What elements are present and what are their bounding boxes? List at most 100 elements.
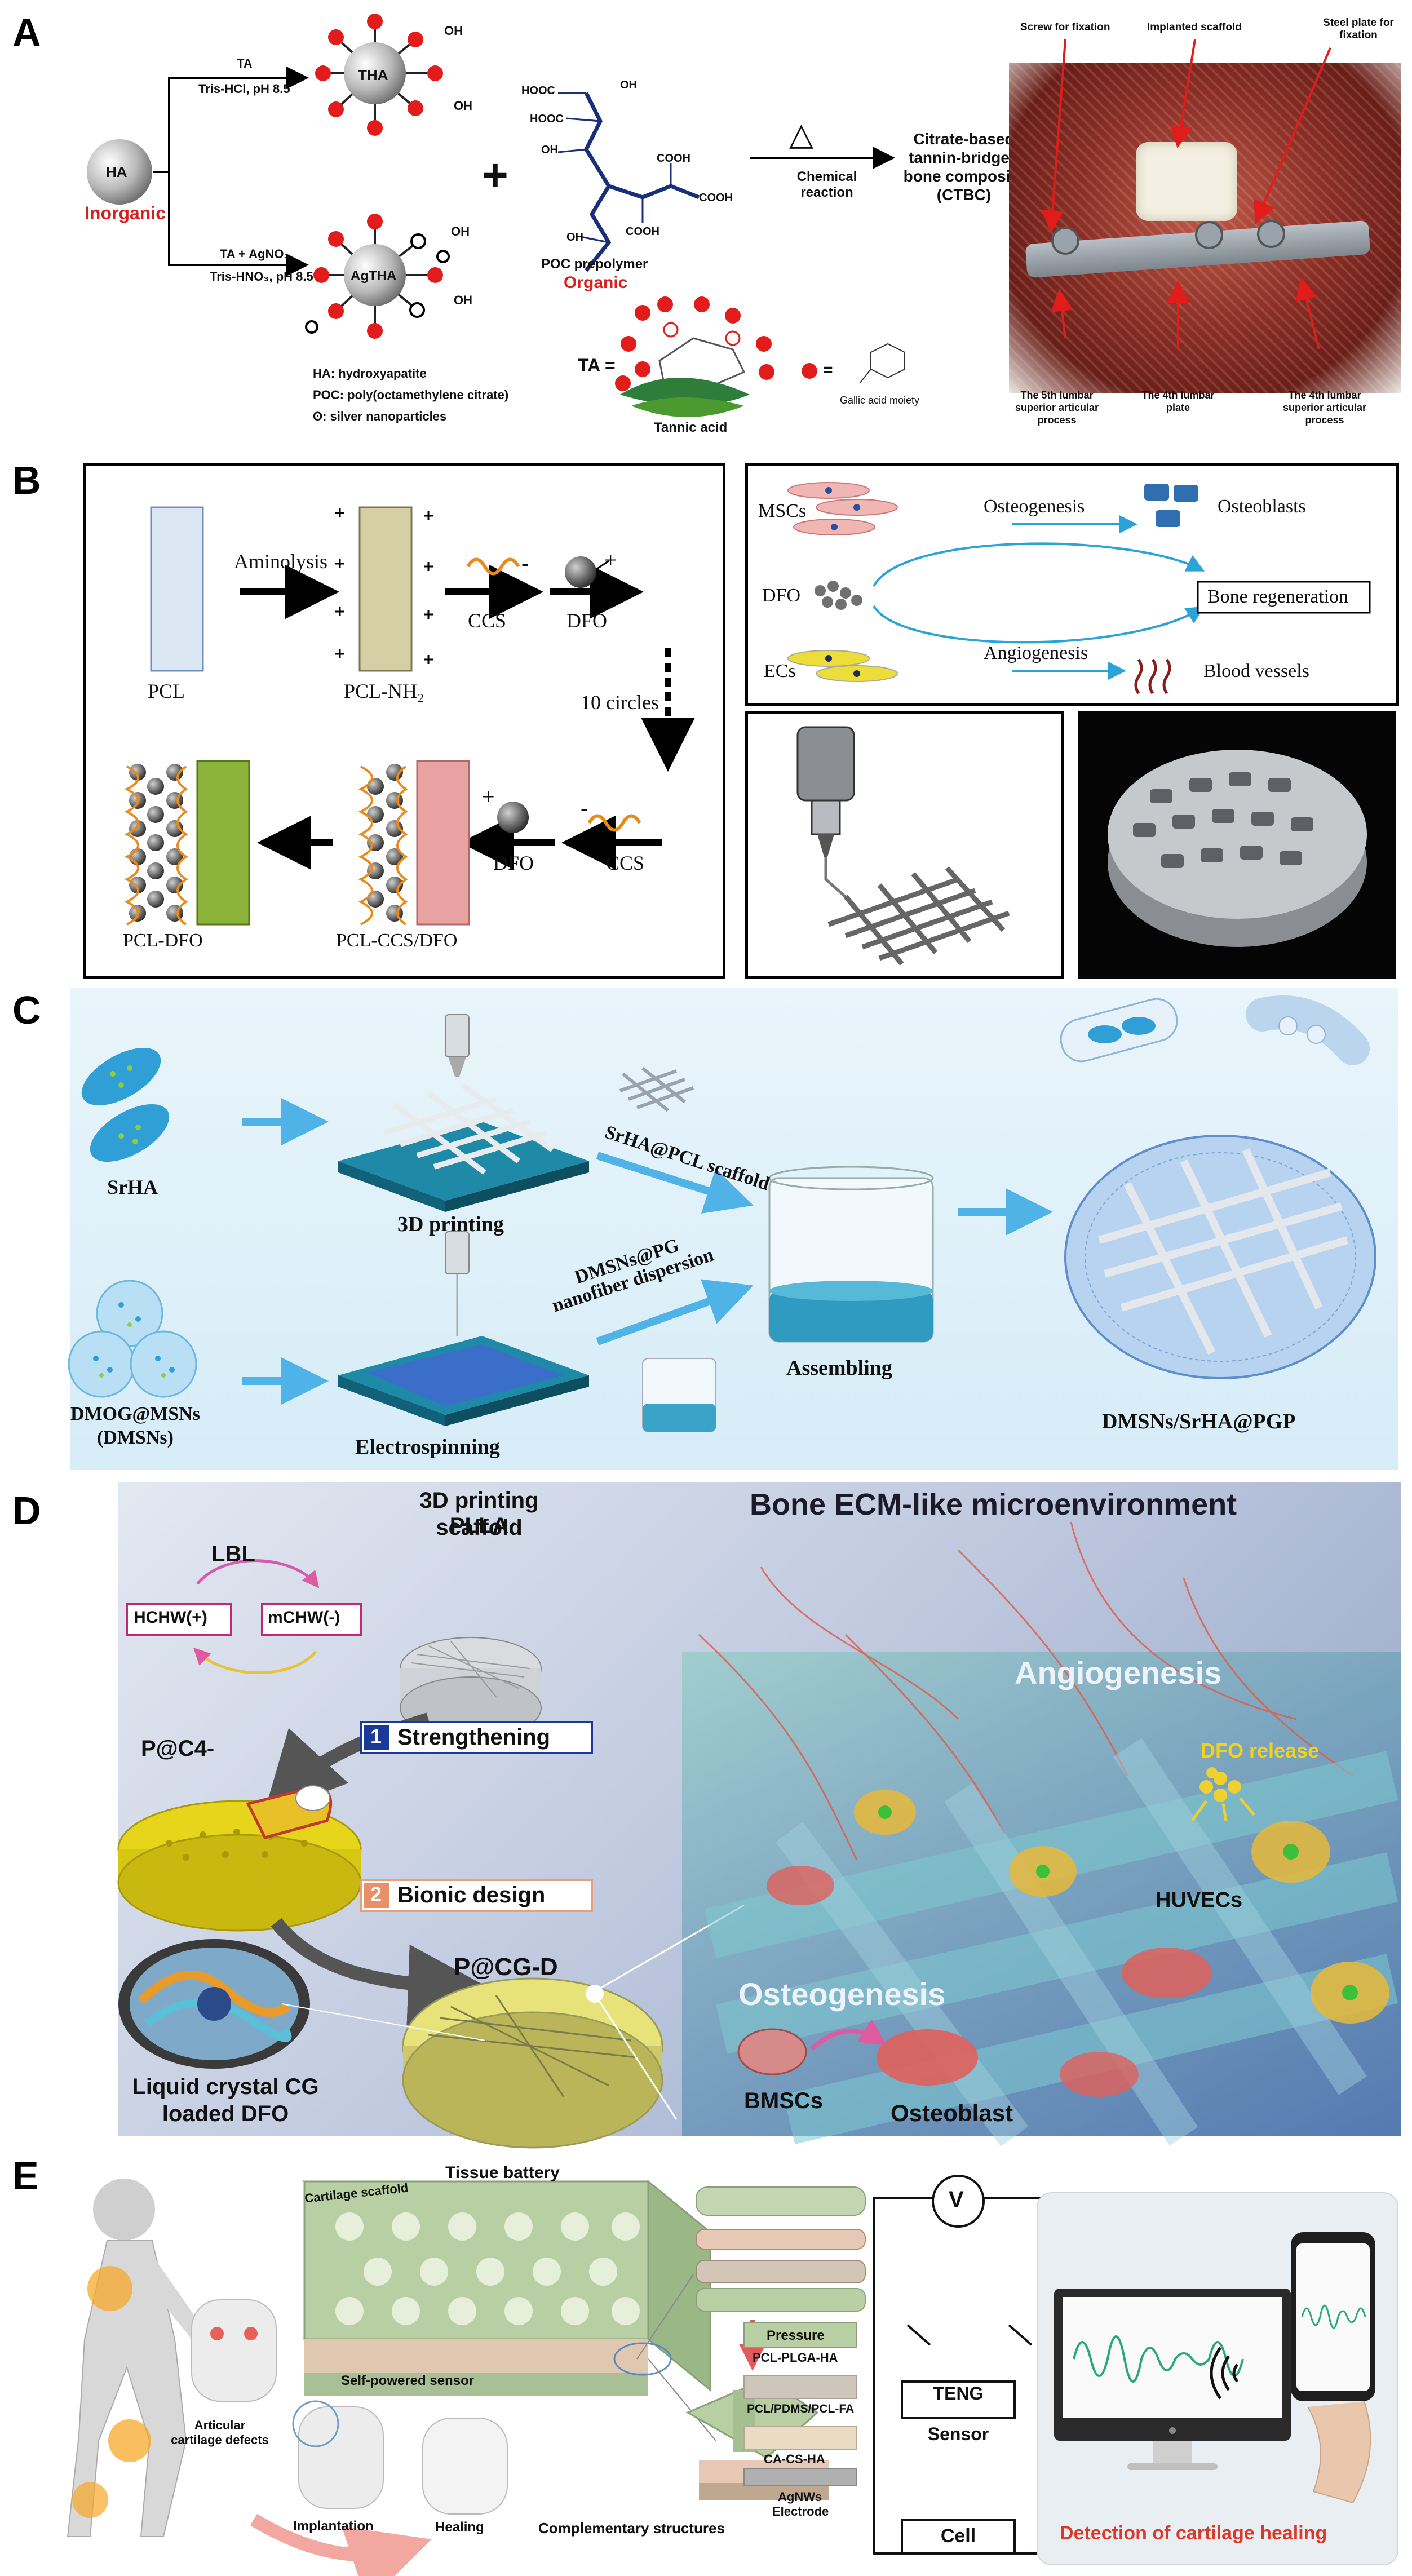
poc-group-6: COOH (699, 192, 733, 204)
small-scaffold-icon (619, 1066, 694, 1112)
lbl-label: LBL (211, 1542, 255, 1566)
lc-label-1: Liquid crystal CG (132, 2074, 319, 2099)
ta-eq: TA = (578, 355, 616, 375)
pcl-bar (150, 506, 204, 672)
route-arrow-bottom (168, 172, 309, 276)
mscs-label: MSCs (758, 501, 807, 521)
dfo-release-label: DFO release (1201, 1739, 1320, 1762)
tha-label: THA (358, 67, 388, 83)
layered-stack-icon (696, 2186, 866, 2312)
srha-particle-icon (81, 1047, 170, 1162)
pressure-label: Pressure (767, 2328, 825, 2343)
photo-l5-label: The 5th lumbar superior articular proces… (1015, 390, 1099, 426)
osteoblast-label-d: Osteoblast (891, 2100, 1013, 2126)
monitor-icon (1054, 2289, 1291, 2470)
osteoblast-cells-icon (1144, 484, 1198, 527)
voltmeter-icon (932, 2175, 985, 2228)
poc-group-4: OH (541, 144, 558, 156)
material-4a-label: AgNWs (778, 2490, 822, 2504)
angiogenesis-label: Angiogenesis (984, 643, 1088, 663)
product-label-c: DMSNs/SrHA@PGP (1102, 1410, 1296, 1433)
gallic-label: Gallic acid moiety (840, 395, 920, 406)
printed-grid-icon (827, 866, 1010, 966)
hchw-label: HCHW(+) (134, 1608, 207, 1627)
tha-sphere-icon (315, 14, 443, 136)
teng-label-2: Sensor (927, 2424, 989, 2444)
bionic-arrow (271, 1918, 489, 2026)
photo-callouts (1041, 39, 1331, 350)
dfo-release-icon (1199, 1767, 1241, 1802)
pc4-label: P@C4- (141, 1736, 215, 1761)
voltmeter-label: V (949, 2187, 964, 2212)
legend-ag: ʘ: silver nanoparticles (313, 409, 447, 423)
legend-ha: HA: hydroxyapatite (313, 366, 427, 380)
battery-label: Tissue battery (445, 2163, 560, 2182)
human-figure-icon (67, 2179, 203, 2537)
osteoblast-cells-icon-d (767, 1866, 1212, 2097)
product-label: Citrate-based tannin-bridged bone compos… (903, 130, 1025, 203)
panel-c-graphics (68, 995, 1376, 1432)
sensor-label: Self-powered sensor (341, 2373, 475, 2388)
osteogenesis-label-d: Osteogenesis (738, 1976, 946, 2012)
phone-icon (1291, 2232, 1375, 2504)
oh-label-4: OH (454, 293, 472, 307)
lc-label-2: loaded DFO (162, 2101, 289, 2126)
photo-plate-label: Steel plate for fixation (1323, 17, 1394, 41)
osteogenesis-label: Osteogenesis (984, 496, 1085, 517)
pcgd-label: P@CG-D (454, 1953, 558, 1981)
bmsc-cell-icon (737, 2028, 807, 2075)
liquid-crystal-icon (118, 1939, 310, 2069)
defects-label-1: Articular (194, 2418, 246, 2432)
step2-number: 2 (370, 1883, 382, 1906)
dmsn-sphere-icon (68, 1280, 197, 1398)
assembling-label: Assembling (786, 1356, 892, 1380)
detection-label: Detection of cartilage healing (1060, 2522, 1327, 2544)
route-arrow-top (153, 67, 309, 173)
dfo-label-3: DFO (762, 585, 801, 606)
pcldfo-bar (196, 760, 250, 926)
panel-c-label: C (12, 988, 41, 1032)
ccs-charge-1: - (521, 550, 529, 576)
step1-marker (364, 1725, 389, 1750)
gallic-eq: = (823, 361, 833, 379)
strengthening-label: Strengthening (397, 1725, 551, 1750)
dfo-label-1: DFO (566, 609, 608, 632)
composite-scaffold-icon (1060, 995, 1376, 1379)
ecm-title: Bone ECM-like microenvironment (750, 1488, 1237, 1521)
bionic-box (360, 1879, 593, 1912)
ccs-label-1: CCS (468, 609, 507, 632)
material-1-label: PCL-PLGA-HA (753, 2351, 838, 2365)
heat-symbol: △ (789, 116, 814, 152)
panel-a-label: A (12, 11, 41, 55)
lbl-cycle-bottom (193, 1647, 317, 1674)
healing-label: Healing (435, 2520, 484, 2535)
nanofiber-mat (366, 1344, 564, 1406)
panel-b-label: B (12, 458, 41, 502)
reaction-label: Chemical reaction (796, 169, 857, 200)
material-3-label: CA-CS-HA (764, 2452, 825, 2466)
tannic-label: Tannic acid (654, 420, 728, 435)
blood-vessels-icon (1134, 658, 1171, 694)
tannic-acid-icon (615, 296, 774, 417)
route2-top: TA + AgNO₃ (220, 247, 290, 261)
route1-bottom: Tris-HCl, pH 8.5 (198, 82, 290, 96)
poc-label: POC prepolymer (541, 256, 648, 272)
printer-nozzle-icon (796, 726, 855, 903)
printed-scaffold-icon (382, 1082, 554, 1175)
panel-d-label: D (12, 1489, 41, 1533)
implanted-scaffold-shape (1136, 142, 1237, 221)
material-3-swatch (743, 2426, 857, 2450)
strengthening-box (360, 1721, 593, 1754)
spinneret-icon (445, 1231, 470, 1336)
ecs-label: ECs (764, 661, 796, 681)
bmscs-label: BMSCs (744, 2088, 824, 2113)
pclccsdfo-label: PCL-CCS/DFO (336, 930, 458, 951)
dmsn-label: (DMSNs) (97, 1427, 174, 1448)
ec-cells-icon (787, 650, 898, 682)
plus-sign: + (482, 150, 508, 200)
bone-regeneration-box (1197, 581, 1371, 614)
plla-label-1: 3D printing PLLA (419, 1488, 539, 1538)
material-1-swatch (743, 2322, 857, 2348)
agtha-label: AgTHA (351, 268, 397, 284)
material-4-swatch (743, 2468, 857, 2486)
